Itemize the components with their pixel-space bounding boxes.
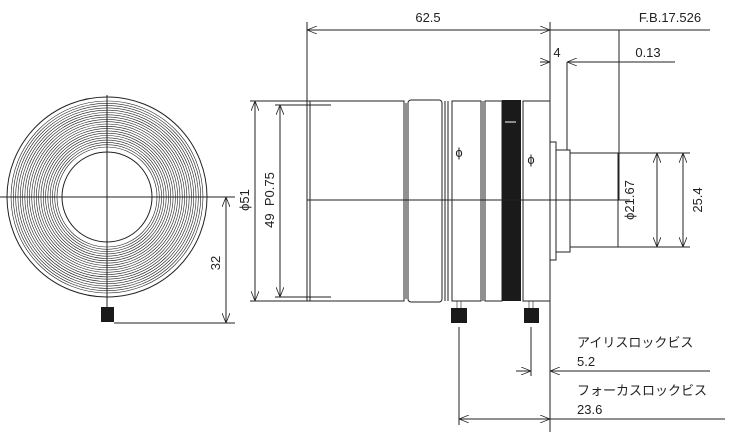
focus-lock-label: フォーカスロックビス <box>577 383 707 398</box>
dim-label-32: 32 <box>208 256 223 270</box>
dim-label-0-13: 0.13 <box>635 45 660 60</box>
screw-icon <box>101 307 114 322</box>
dim-label-25-4: 25.4 <box>690 187 705 212</box>
focus-lock-value: 23.6 <box>577 402 602 417</box>
iris-lock-label: アイリスロックビス <box>577 335 693 350</box>
focus-lock-callout: フォーカスロックビス 23.6 <box>458 327 725 425</box>
dim-label-62-5: 62.5 <box>415 10 440 25</box>
iris-lock-callout: アイリスロックビス 5.2 <box>516 327 710 376</box>
front-view <box>0 95 235 322</box>
dim-32: 32 <box>114 197 235 324</box>
dim-label-21-67: ϕ21.67 <box>622 180 637 220</box>
dim-label-4: 4 <box>553 45 560 60</box>
index-mark-icon: ϕ <box>455 145 462 160</box>
iris-lock-value: 5.2 <box>577 354 595 369</box>
index-mark-icon: ϕ <box>527 152 534 167</box>
side-view: ϕ ϕ <box>306 99 630 323</box>
dim-label-49: 49 P0.75 <box>262 172 277 228</box>
dim-label-fb: F.B.17.526 <box>639 10 701 25</box>
focus-lock-screw-icon <box>451 308 467 323</box>
dim-filter-thread: 49 P0.75 <box>262 104 331 298</box>
iris-lock-screw-icon <box>524 308 539 323</box>
dim-right: 25.4 ϕ21.67 <box>618 152 705 248</box>
dim-outer-diameter: ϕ51 <box>237 100 307 302</box>
dim-top: 62.5 F.B.17.526 4 0.13 <box>306 10 710 432</box>
dim-label-51: ϕ51 <box>237 189 252 211</box>
